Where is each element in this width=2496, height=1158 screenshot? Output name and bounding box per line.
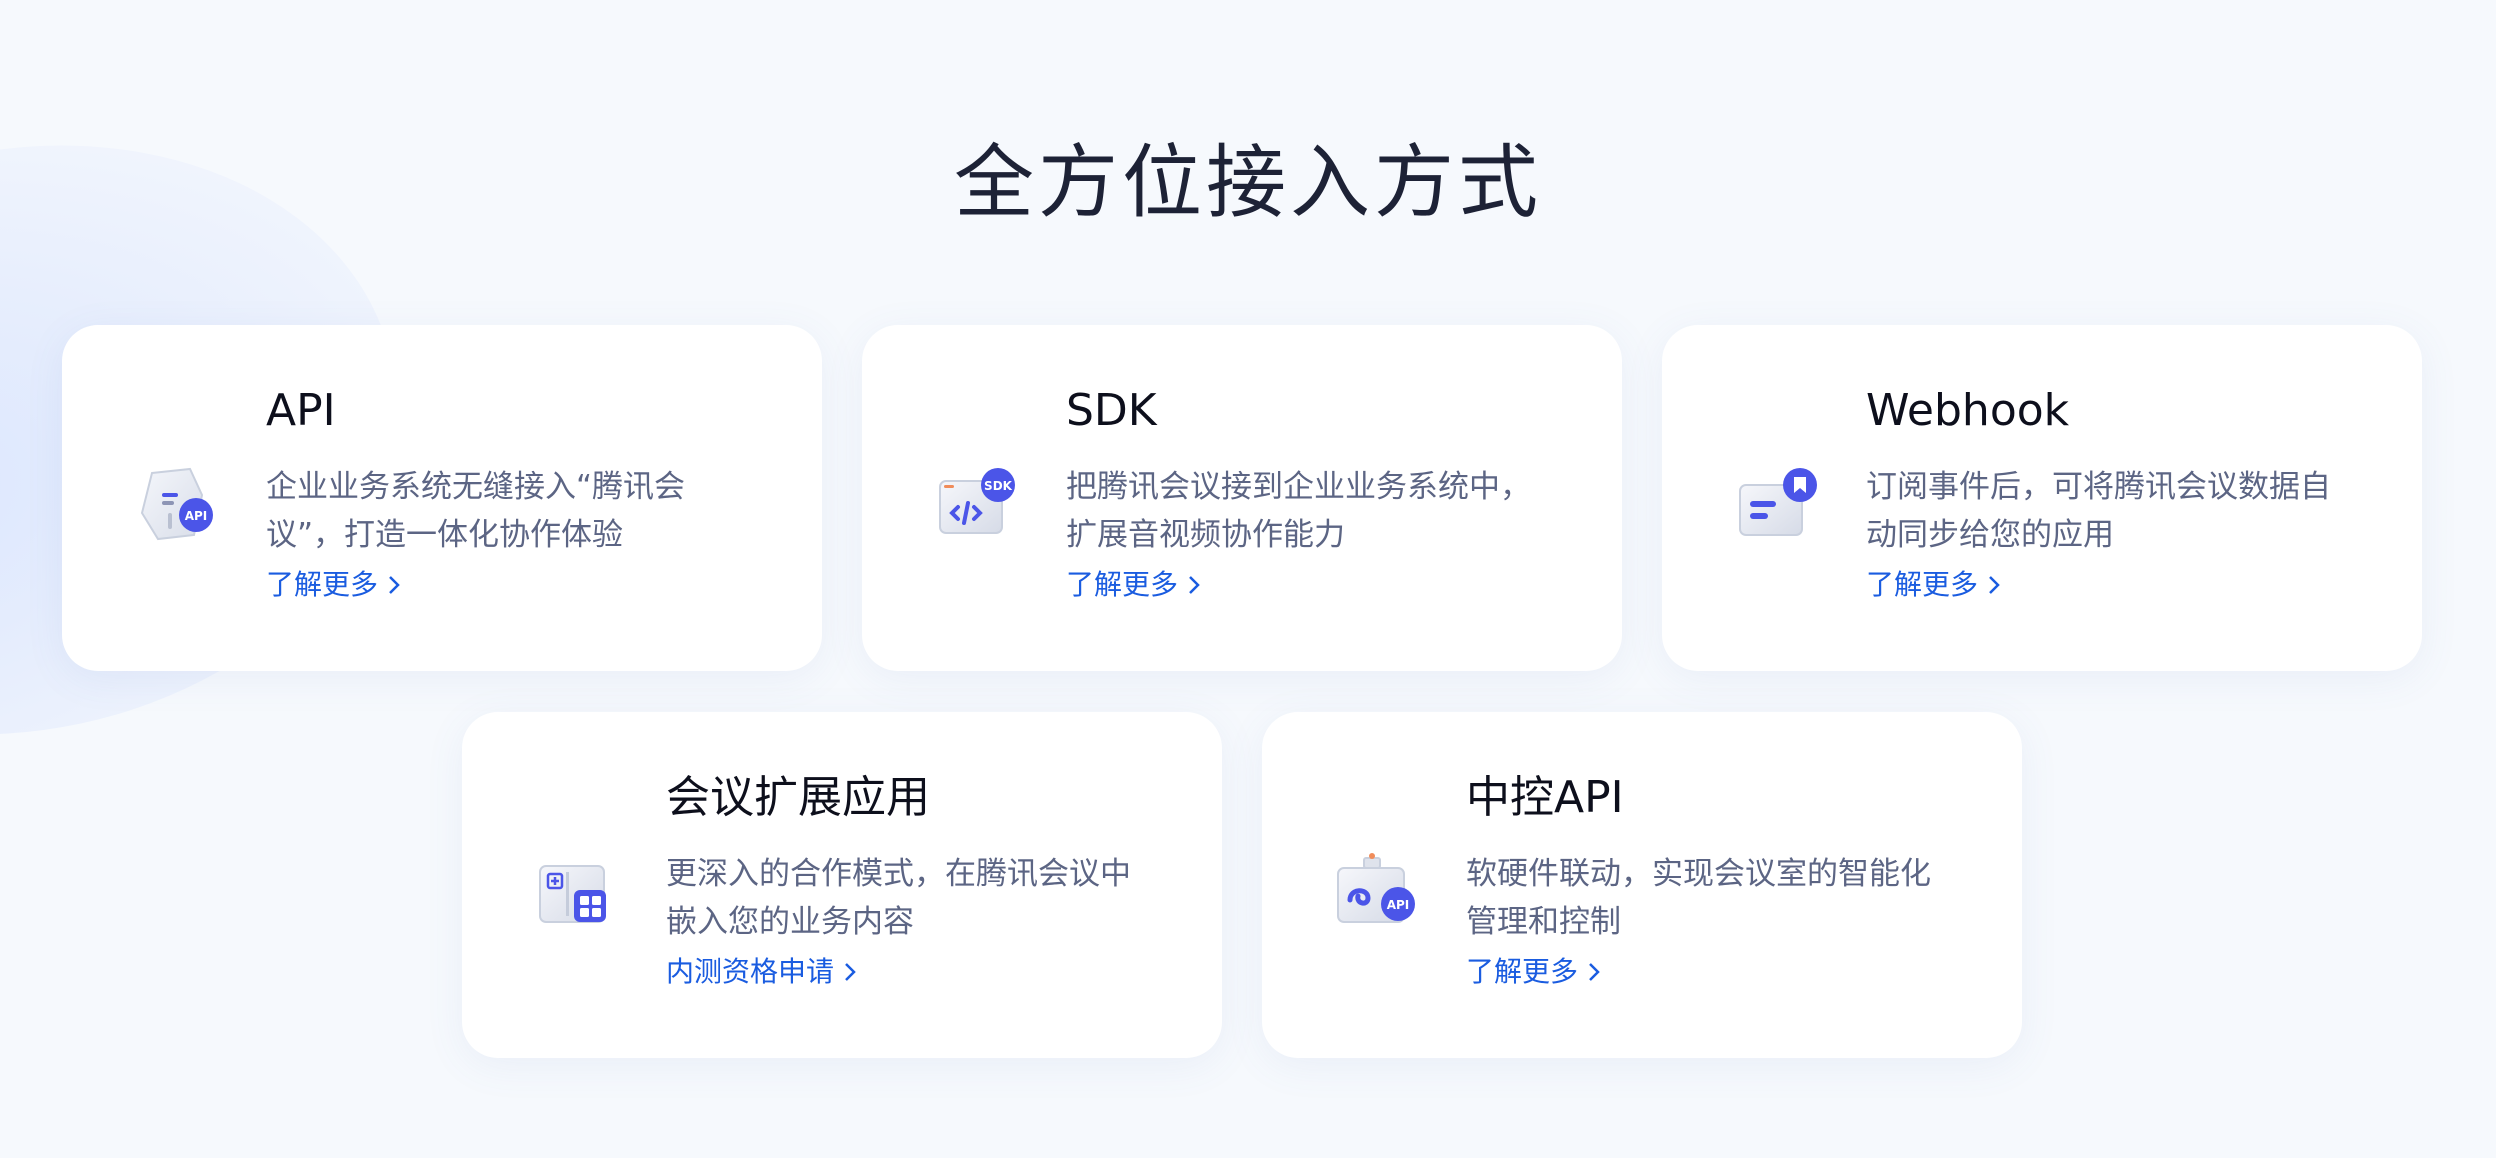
card-webhook[interactable]: Webhook 订阅事件后，可将腾讯会议数据自动同步给您的应用 了解更多 (1662, 325, 2422, 671)
icon-badge-text: API (185, 509, 208, 523)
card-title: API (266, 385, 336, 436)
webhook-message-icon (1728, 455, 1828, 555)
chevron-right-icon (389, 576, 400, 594)
section-title: 全方位接入方式 (954, 136, 1542, 229)
card-title: SDK (1066, 385, 1157, 436)
extension-app-icon (528, 842, 628, 942)
card-api[interactable]: API API 企业业务系统无缝接入“腾讯会议”，打造一体化协作体验 了解更多 (62, 325, 822, 671)
chevron-right-icon (1589, 963, 1600, 981)
card-control-api[interactable]: API 中控API 软硬件联动，实现会议室的智能化管理和控制 了解更多 (1262, 712, 2022, 1058)
card-extension-app[interactable]: 会议扩展应用 更深入的合作模式，在腾讯会议中嵌入您的业务内容 内测资格申请 (462, 712, 1222, 1058)
card-description: 订阅事件后，可将腾讯会议数据自动同步给您的应用 (1866, 469, 2331, 553)
learn-more-link[interactable]: 了解更多 (1466, 952, 1600, 992)
card-title: 中控API (1466, 772, 1624, 823)
card-description: 软硬件联动，实现会议室的智能化管理和控制 (1466, 856, 1931, 940)
learn-more-link[interactable]: 了解更多 (266, 565, 400, 605)
card-title: Webhook (1866, 385, 2070, 436)
icon-badge-text: API (1387, 898, 1410, 912)
icon-badge-text: SDK (984, 479, 1013, 493)
chevron-right-icon (1189, 576, 1200, 594)
learn-more-link[interactable]: 了解更多 (1866, 565, 2000, 605)
api-device-icon: API (128, 455, 228, 555)
card-sdk[interactable]: SDK SDK 把腾讯会议接到企业业务系统中，扩展音视频协作能力 了解更多 (862, 325, 1622, 671)
chevron-right-icon (1989, 576, 2000, 594)
learn-more-link[interactable]: 了解更多 (1066, 565, 1200, 605)
beta-apply-link[interactable]: 内测资格申请 (666, 952, 856, 992)
chevron-right-icon (845, 963, 856, 981)
control-api-icon: API (1328, 842, 1428, 942)
sdk-code-icon: SDK (928, 455, 1028, 555)
card-description: 更深入的合作模式，在腾讯会议中嵌入您的业务内容 (666, 856, 1131, 940)
card-title: 会议扩展应用 (666, 772, 930, 823)
card-description: 企业业务系统无缝接入“腾讯会议”，打造一体化协作体验 (266, 469, 686, 553)
card-description: 把腾讯会议接到企业业务系统中，扩展音视频协作能力 (1066, 469, 1531, 553)
